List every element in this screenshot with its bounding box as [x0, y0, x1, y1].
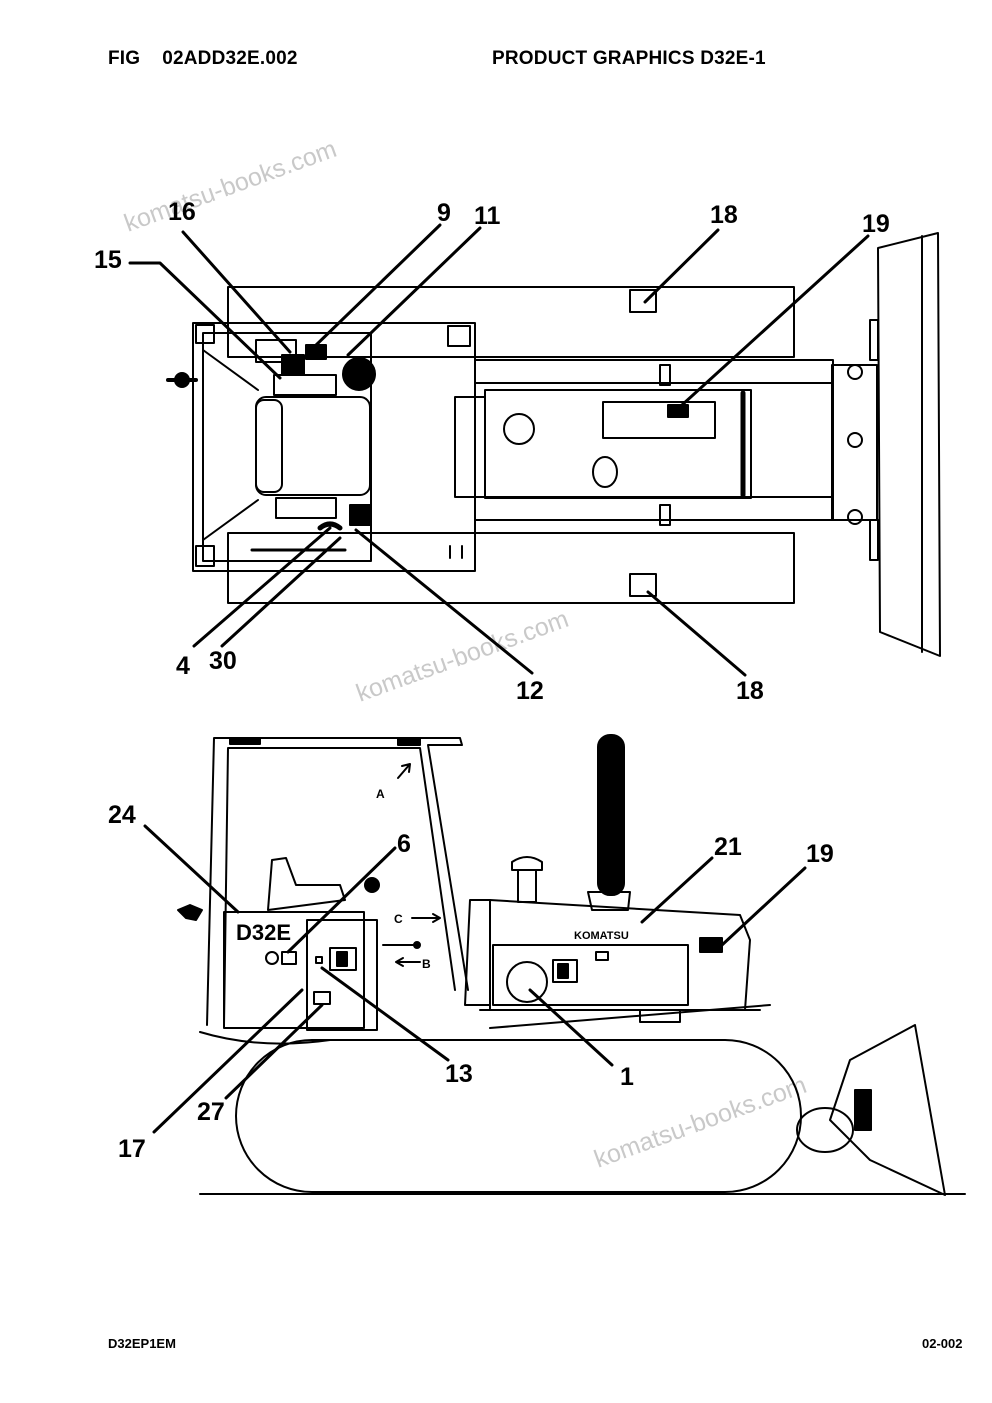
- rops-frame: [206, 737, 469, 1026]
- callout-18-top: 18: [710, 201, 738, 229]
- callout-13: 13: [445, 1060, 473, 1088]
- top-view-leaders: [128, 223, 870, 677]
- callout-9: 9: [437, 199, 451, 227]
- side-view-labels: D32E KOMATSU A C B: [236, 787, 629, 971]
- callout-4: 4: [176, 652, 190, 680]
- callout-21: 21: [714, 833, 742, 861]
- side-console: [306, 919, 378, 1031]
- hood-side-panel: [492, 944, 689, 1006]
- exhaust-stack: [597, 734, 625, 896]
- fig-label: FIG: [108, 48, 141, 69]
- callout-11: 11: [474, 202, 501, 230]
- top-view-callouts: 16 9 11 18 19 15 4 30 12 18: [94, 198, 890, 705]
- watermark-1: komatsu-books.com: [120, 135, 340, 238]
- hood-decal-panel: [602, 401, 716, 439]
- callout-19-side: 19: [806, 840, 834, 868]
- side-view-callouts: 24 6 21 19 13 1 27 17: [108, 801, 834, 1163]
- view-letter-a: A: [376, 787, 385, 801]
- engine-hood-side: [489, 899, 751, 1011]
- rear-panel: [223, 911, 365, 1029]
- page-number: 02-002: [922, 1336, 963, 1351]
- callout-12: 12: [516, 677, 544, 705]
- callout-24: 24: [108, 801, 136, 829]
- callout-18-bottom: 18: [736, 677, 764, 705]
- crawler-track: [235, 1039, 802, 1193]
- footer-code: D32EP1EM: [108, 1336, 176, 1351]
- view-letter-b: B: [422, 957, 431, 971]
- side-view-leaders: [143, 824, 807, 1134]
- callout-17: 17: [118, 1135, 146, 1163]
- blade-side: [829, 1024, 946, 1196]
- callout-19-top: 19: [862, 210, 890, 238]
- view-letter-c: C: [394, 912, 403, 926]
- lower-track: [227, 532, 795, 604]
- side-view-drawing: [177, 734, 966, 1196]
- callout-15: 15: [94, 246, 122, 274]
- blade-top: [877, 232, 941, 657]
- brand-decal: KOMATSU: [574, 930, 629, 942]
- callout-16: 16: [168, 198, 196, 226]
- model-badge: D32E: [236, 920, 291, 945]
- operator-seat: [255, 396, 371, 496]
- callout-30: 30: [209, 647, 237, 675]
- fig-code: 02ADD32E.002: [162, 48, 298, 69]
- callout-1: 1: [620, 1063, 634, 1091]
- callout-27: 27: [197, 1098, 225, 1126]
- top-view-drawing: [166, 232, 941, 657]
- page-title: PRODUCT GRAPHICS D32E-1: [492, 48, 766, 69]
- callout-6: 6: [397, 830, 411, 858]
- engine-hood: [484, 389, 752, 499]
- figure-label: FIG 02ADD32E.002: [108, 48, 298, 70]
